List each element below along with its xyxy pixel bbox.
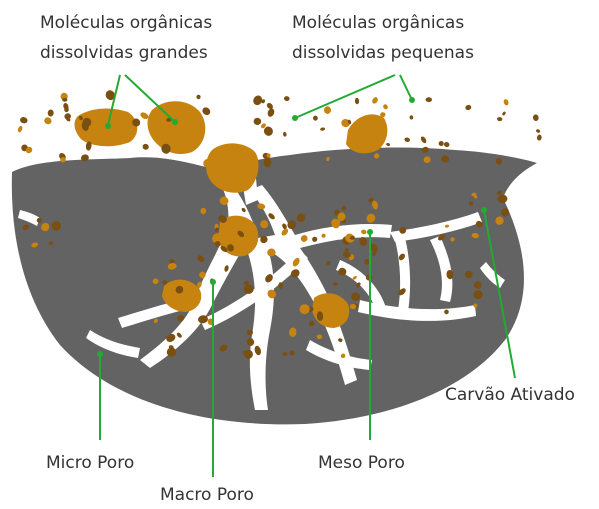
small-molecule bbox=[535, 128, 540, 133]
label-small-molecules-line1: Moléculas orgânicas bbox=[292, 12, 464, 34]
leader-dot bbox=[210, 279, 216, 285]
leader-dot bbox=[409, 97, 415, 103]
leader-line-small-molecules bbox=[400, 75, 412, 100]
leader-dot bbox=[97, 351, 103, 357]
label-micro-pore: Micro Poro bbox=[46, 452, 134, 474]
small-molecule bbox=[503, 99, 510, 107]
leader-dot bbox=[367, 229, 373, 235]
small-molecule bbox=[201, 106, 212, 117]
small-molecule bbox=[17, 125, 23, 133]
leader-dot bbox=[105, 123, 111, 129]
small-molecule bbox=[532, 114, 539, 122]
small-molecule bbox=[443, 141, 450, 148]
small-molecule bbox=[404, 137, 410, 143]
small-molecule bbox=[283, 132, 287, 137]
small-molecule bbox=[312, 115, 319, 122]
small-molecule bbox=[264, 158, 272, 167]
small-molecule bbox=[196, 94, 201, 99]
small-molecule bbox=[324, 106, 331, 114]
small-molecule bbox=[266, 107, 275, 117]
leader-dot bbox=[292, 115, 298, 121]
small-molecule bbox=[355, 98, 360, 105]
small-molecule bbox=[142, 143, 150, 150]
small-molecule bbox=[409, 115, 413, 120]
small-molecule bbox=[497, 117, 503, 122]
small-molecule bbox=[252, 94, 264, 107]
small-molecule bbox=[47, 109, 54, 116]
leader-dot bbox=[481, 207, 487, 213]
leader-line-small-molecules bbox=[295, 75, 395, 118]
small-molecule bbox=[19, 116, 28, 124]
label-activated-carbon: Carvão Ativado bbox=[445, 384, 575, 406]
label-large-molecules-line2: dissolvidas grandes bbox=[40, 42, 208, 64]
small-molecule bbox=[320, 127, 326, 131]
label-small-molecules-line2: dissolvidas pequenas bbox=[292, 42, 474, 64]
small-molecule bbox=[386, 142, 391, 146]
small-molecule bbox=[253, 117, 261, 125]
leader-dot bbox=[172, 119, 178, 125]
small-molecule bbox=[465, 104, 472, 111]
small-molecule bbox=[284, 96, 290, 102]
label-macro-pore: Macro Poro bbox=[160, 484, 254, 506]
large-molecule bbox=[346, 114, 387, 153]
small-molecule bbox=[371, 96, 379, 105]
small-molecule bbox=[537, 134, 543, 141]
small-molecule bbox=[426, 97, 432, 102]
large-molecule bbox=[148, 101, 206, 154]
small-molecule bbox=[420, 135, 428, 144]
label-meso-pore: Meso Poro bbox=[318, 452, 405, 474]
label-large-molecules-line1: Moléculas orgânicas bbox=[40, 12, 212, 34]
small-molecule bbox=[502, 111, 507, 116]
small-molecule bbox=[43, 116, 53, 126]
small-molecule bbox=[438, 140, 445, 146]
small-molecule bbox=[382, 103, 389, 110]
